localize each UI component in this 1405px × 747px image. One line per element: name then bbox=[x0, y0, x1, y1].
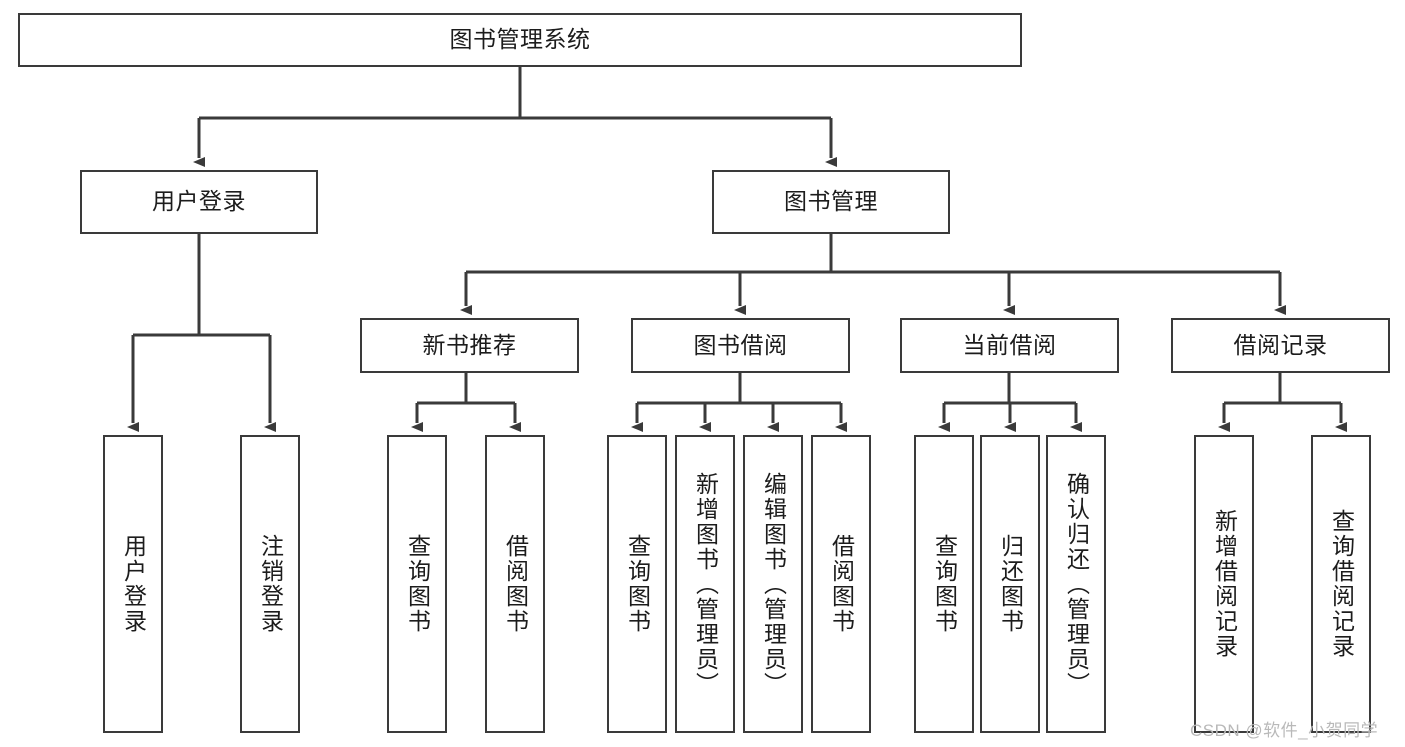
node-root[interactable]: 图书管理系统 bbox=[18, 13, 1022, 67]
node-leaf-add-book-label: 新增图书（管理员） bbox=[692, 471, 719, 697]
node-new-book-recommend-label: 新书推荐 bbox=[422, 331, 517, 358]
node-leaf-borrow-book-2-label: 借阅图书 bbox=[828, 534, 855, 634]
node-leaf-query-book-2-label: 查询图书 bbox=[624, 534, 651, 634]
node-new-book-recommend[interactable]: 新书推荐 bbox=[360, 318, 579, 373]
node-user-login[interactable]: 用户登录 bbox=[80, 170, 318, 234]
node-borrow-record[interactable]: 借阅记录 bbox=[1171, 318, 1390, 373]
node-leaf-user-login[interactable]: 用户登录 bbox=[103, 435, 163, 733]
node-leaf-query-book-3-label: 查询图书 bbox=[931, 534, 958, 634]
node-current-borrow[interactable]: 当前借阅 bbox=[900, 318, 1119, 373]
node-leaf-add-record-label: 新增借阅记录 bbox=[1211, 509, 1238, 659]
node-current-borrow-label: 当前借阅 bbox=[962, 331, 1057, 358]
node-leaf-return-book[interactable]: 归还图书 bbox=[980, 435, 1040, 733]
node-leaf-user-login-label: 用户登录 bbox=[120, 534, 147, 634]
node-leaf-borrow-book-2[interactable]: 借阅图书 bbox=[811, 435, 871, 733]
node-book-management[interactable]: 图书管理 bbox=[712, 170, 950, 234]
node-leaf-borrow-book-1[interactable]: 借阅图书 bbox=[485, 435, 545, 733]
node-leaf-edit-book-label: 编辑图书（管理员） bbox=[760, 471, 787, 697]
node-leaf-edit-book[interactable]: 编辑图书（管理员） bbox=[743, 435, 803, 733]
node-book-borrow-label: 图书借阅 bbox=[693, 331, 788, 358]
node-leaf-logout-login[interactable]: 注销登录 bbox=[240, 435, 300, 733]
node-root-label: 图书管理系统 bbox=[449, 26, 591, 53]
node-book-borrow[interactable]: 图书借阅 bbox=[631, 318, 850, 373]
node-leaf-query-book-1-label: 查询图书 bbox=[404, 534, 431, 634]
node-leaf-query-book-2[interactable]: 查询图书 bbox=[607, 435, 667, 733]
watermark-text: CSDN @软件_小贺同学 bbox=[1190, 721, 1379, 740]
node-leaf-add-book[interactable]: 新增图书（管理员） bbox=[675, 435, 735, 733]
node-book-management-label: 图书管理 bbox=[784, 188, 878, 215]
node-leaf-logout-login-label: 注销登录 bbox=[257, 534, 284, 634]
node-leaf-query-book-3[interactable]: 查询图书 bbox=[914, 435, 974, 733]
node-leaf-query-record[interactable]: 查询借阅记录 bbox=[1311, 435, 1371, 733]
node-borrow-record-label: 借阅记录 bbox=[1233, 331, 1328, 358]
node-leaf-confirm-return-label: 确认归还（管理员） bbox=[1063, 471, 1090, 697]
node-leaf-confirm-return[interactable]: 确认归还（管理员） bbox=[1046, 435, 1106, 733]
node-user-login-label: 用户登录 bbox=[152, 188, 246, 215]
node-leaf-query-record-label: 查询借阅记录 bbox=[1328, 509, 1355, 659]
node-leaf-return-book-label: 归还图书 bbox=[997, 534, 1024, 634]
node-leaf-add-record[interactable]: 新增借阅记录 bbox=[1194, 435, 1254, 733]
node-leaf-borrow-book-1-label: 借阅图书 bbox=[502, 534, 529, 634]
node-leaf-query-book-1[interactable]: 查询图书 bbox=[387, 435, 447, 733]
